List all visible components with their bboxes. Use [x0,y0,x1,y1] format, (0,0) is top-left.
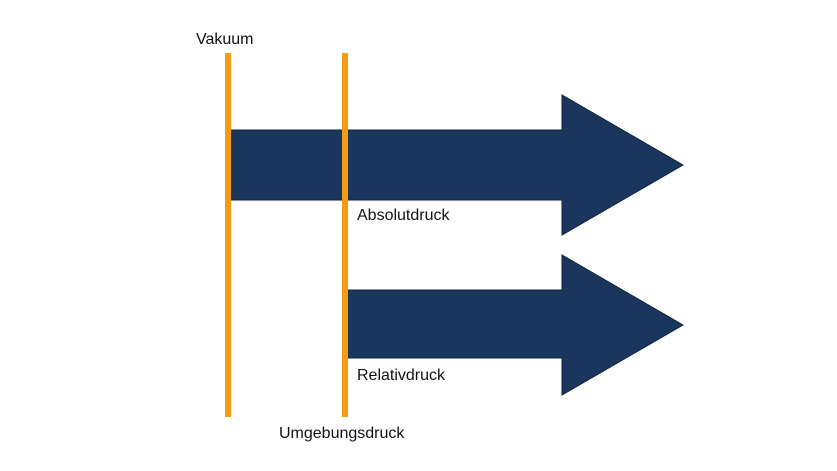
absolute-pressure-arrow [227,94,684,236]
ambient-pressure-label: Umgebungsdruck [279,425,405,442]
absolute-pressure-label: Absolutdruck [357,207,450,224]
relative-pressure-label: Relativdruck [357,367,446,384]
vacuum-label: Vakuum [196,31,254,48]
ambient-pressure-line [342,53,348,417]
relative-pressure-arrow [344,254,684,396]
vacuum-line [225,53,231,417]
